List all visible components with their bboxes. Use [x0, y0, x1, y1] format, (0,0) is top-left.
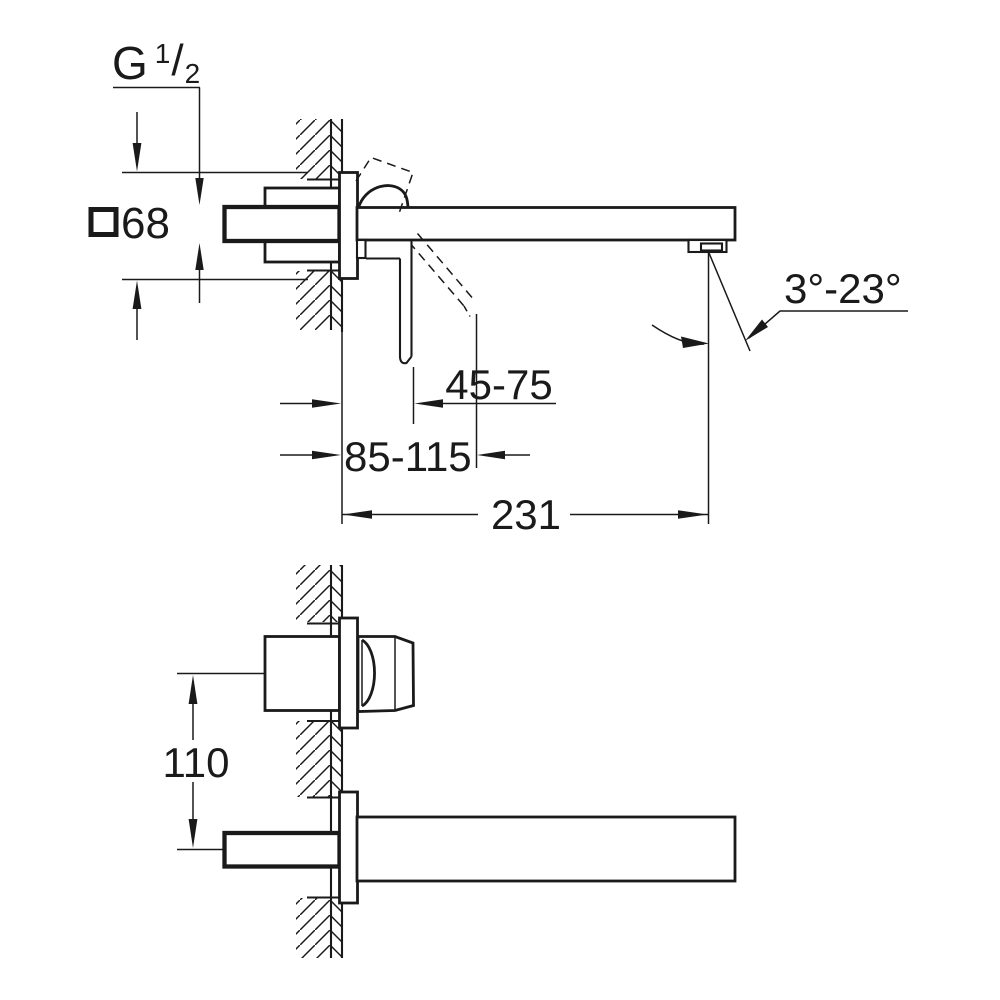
dim-45-75-arrow-left — [414, 399, 443, 408]
dim-85-115-arrow-left — [477, 450, 505, 460]
thread-arrow-up — [195, 243, 204, 270]
supply-pipe-side — [222, 204, 342, 244]
thread-numerator: 1 — [154, 38, 171, 69]
lever-bar-outline — [398, 240, 413, 365]
dim-68-arrow-down — [132, 143, 142, 172]
dim-68-extension-lines — [122, 171, 308, 281]
dim-45-75-graphics — [280, 367, 556, 424]
escutcheon-side — [338, 171, 359, 280]
thread-slash: / — [171, 36, 184, 85]
cartridge-dome — [357, 184, 410, 209]
handle-lever-side — [355, 238, 413, 365]
wall-hatch-plan-3-ticks — [331, 898, 342, 958]
wall-hatch-lower — [296, 271, 331, 330]
thread-callout-graphics — [113, 86, 204, 303]
handle-escutcheon-plan — [338, 616, 359, 730]
wall-hatch-plan-1-ticks — [331, 565, 342, 622]
angle-indicator — [651, 252, 908, 524]
dim-label-85-115: 85-115 — [344, 433, 472, 480]
wall-section-side — [296, 119, 344, 524]
angle-label-leader — [748, 310, 908, 339]
phantom-lever-edge-lower — [408, 241, 465, 307]
dim-110-graphics — [177, 672, 265, 851]
aerator-outlet — [699, 242, 724, 252]
angle-arc-arrowhead — [681, 336, 709, 348]
wall-hatch-plan-2 — [296, 721, 331, 797]
lever-hinge — [355, 238, 367, 260]
dim-85-115-arrow-right — [312, 450, 341, 460]
spout-escutcheon-plan — [338, 790, 359, 905]
dim-85-115-graphics — [280, 314, 530, 468]
supply-pipe-plan — [222, 830, 342, 869]
wall-surface-ticks-plan — [307, 622, 340, 899]
handle-knob-plan — [356, 635, 415, 713]
wall-hatch-plan-1 — [296, 565, 331, 622]
wall-hatch-plan-2-ticks — [331, 721, 342, 797]
dim-231-graphics — [342, 510, 708, 519]
spout-side — [355, 206, 737, 242]
wall-hatch-upper — [296, 119, 331, 179]
dim-231-arrow-left — [343, 510, 372, 519]
dim-68-arrow-up — [132, 280, 142, 309]
plan-view — [177, 565, 737, 958]
phantom-handle-cap — [355, 156, 414, 213]
square-symbol — [88, 207, 119, 237]
side-view — [88, 86, 908, 524]
lever-bar-fill — [400, 241, 412, 359]
wall-hatch-lower-ticks — [331, 271, 342, 330]
dim-label-45-75: 45-75 — [445, 361, 553, 408]
thread-denominator: 2 — [184, 58, 201, 89]
thread-arrow-down — [195, 178, 204, 205]
wall-surface-ticks — [307, 178, 340, 272]
angle-leader-arrowhead — [745, 319, 768, 341]
dim-label-68: 68 — [121, 199, 170, 248]
phantom-lever-tip — [463, 305, 471, 317]
handle-body-plan — [263, 635, 341, 712]
dim-231-arrow-right — [678, 510, 708, 519]
dim-110-arrow-down — [188, 819, 198, 848]
thread-leader — [113, 86, 201, 178]
handle-phantom-dashed — [355, 156, 473, 317]
dim-label-231: 231 — [490, 491, 562, 538]
dim-label-angle: 3°-23° — [784, 265, 902, 312]
dim-68-graphics — [88, 112, 308, 340]
dim-110-arrow-up — [188, 675, 198, 704]
wall-hatch-plan-3 — [296, 898, 331, 958]
wall-section-plan — [296, 565, 344, 958]
wall-hatch-upper-ticks — [331, 119, 342, 179]
dim-45-75-arrow-right — [312, 399, 341, 408]
dim-110-extension-lines — [177, 672, 265, 851]
phantom-lever-edge-upper — [416, 233, 473, 298]
knob-dome-arc — [361, 638, 376, 708]
thread-prefix: G — [112, 37, 148, 89]
spout-plan — [355, 815, 737, 883]
angled-flow-line — [708, 252, 751, 352]
dim-label-110: 110 — [162, 739, 230, 786]
